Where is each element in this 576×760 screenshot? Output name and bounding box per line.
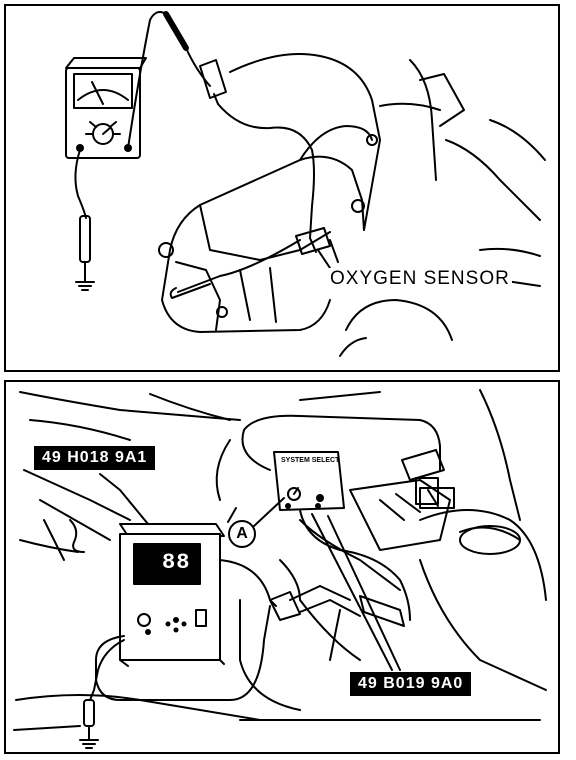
tester-display-digits: 88 [162,550,191,575]
top-panel [4,4,560,372]
oxygen-sensor-label: OXYGEN SENSOR [328,268,512,290]
tool-number-b019: 49 B019 9A0 [350,672,472,696]
system-selector [273,451,345,511]
engine-bay-lines [13,389,547,731]
relay-switch [401,449,455,509]
system-selector-title: SYSTEM SELECT [281,457,340,464]
harness-connector [269,585,361,621]
tool-number-h018: 49 H018 9A1 [34,446,156,470]
multimeter [65,57,147,159]
probe-top [75,215,95,291]
probe-bottom [79,699,99,749]
tester-box [119,523,225,667]
oxygen-sensor [295,227,331,255]
engine-block [158,53,546,357]
marker-a: A [228,520,256,548]
bottom-panel [4,380,560,754]
connector-clip [199,59,227,105]
